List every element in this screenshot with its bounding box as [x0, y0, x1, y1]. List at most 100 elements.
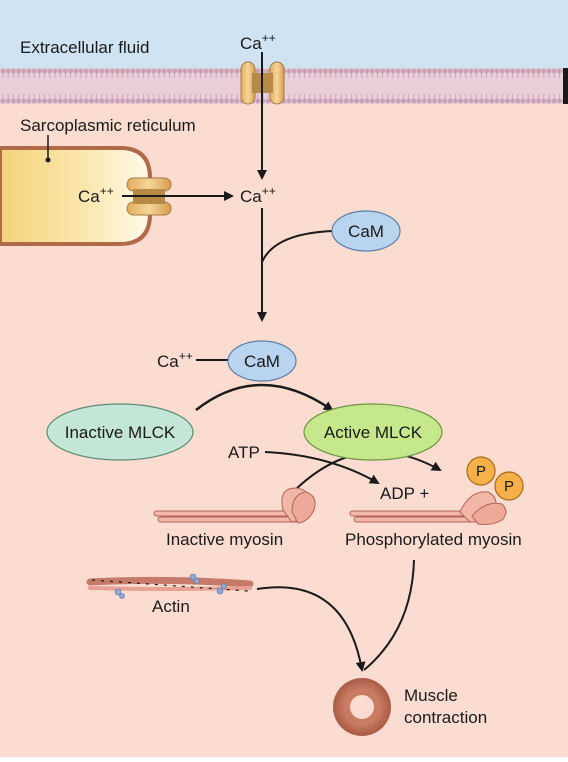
lipid-head — [83, 68, 89, 74]
extracellular-fluid-label: Extracellular fluid — [20, 38, 149, 57]
lipid-head — [312, 68, 318, 74]
lipid-head — [333, 98, 339, 104]
lipid-head — [42, 68, 47, 74]
lipid-head — [52, 68, 58, 74]
lipid-head — [328, 68, 333, 74]
lipid-head — [11, 68, 16, 74]
lipid-head — [83, 98, 89, 104]
lipid-head — [479, 98, 484, 104]
lipid-head — [385, 68, 391, 74]
actin-label: Actin — [152, 597, 190, 616]
lipid-head — [328, 98, 333, 104]
lipid-head — [494, 98, 500, 104]
arrow-myosin-to-contraction — [363, 559, 415, 671]
lipid-head — [297, 68, 302, 74]
lipid-head — [343, 98, 349, 104]
active-mlck — [303, 403, 443, 461]
lipid-head — [510, 68, 515, 74]
lipid-head — [193, 68, 198, 74]
lipid-head — [416, 98, 422, 104]
lipid-head — [375, 98, 380, 104]
lipid-head — [499, 98, 505, 104]
lipid-head — [349, 68, 354, 74]
lipid-head — [499, 68, 505, 74]
lipid-head — [104, 98, 110, 104]
lipid-head — [333, 68, 339, 74]
lipid-head — [473, 68, 479, 74]
lipid-head — [26, 68, 32, 74]
lipid-head — [494, 68, 500, 74]
lipid-head — [120, 98, 125, 104]
lipid-head — [432, 68, 437, 74]
lipid-head — [187, 68, 193, 74]
arrow-actin-to-contraction — [256, 586, 366, 672]
lipid-head — [156, 68, 162, 74]
phosphate-label-1: P — [476, 463, 486, 480]
lipid-head — [130, 68, 136, 74]
muscle-contraction-label-line2: contraction — [404, 708, 487, 727]
lipid-head — [432, 98, 437, 104]
lipid-head — [63, 98, 68, 104]
lipid-head — [229, 68, 235, 74]
phosphorylated-myosin-label: Phosphorylated myosin — [345, 530, 522, 549]
lipid-head — [16, 68, 21, 74]
lipid-head — [536, 68, 541, 74]
lipid-head — [286, 68, 292, 74]
lipid-head — [109, 98, 115, 104]
lipid-head — [484, 68, 489, 74]
lipid-head — [489, 68, 495, 74]
lipid-head — [47, 98, 53, 104]
extracellular-region — [0, 0, 568, 70]
lipid-head — [380, 68, 385, 74]
lipid-head — [16, 98, 21, 104]
lipid-head — [156, 98, 162, 104]
lipid-head — [302, 68, 307, 74]
lipid-head — [317, 98, 323, 104]
lipid-head — [406, 68, 411, 74]
lipid-head — [265, 98, 271, 104]
lipid-head — [359, 98, 365, 104]
lipid-head — [73, 98, 79, 104]
lipid-head — [198, 68, 204, 74]
lipid-head — [291, 98, 297, 104]
lipid-head — [52, 98, 58, 104]
lipid-head — [541, 98, 547, 104]
lipid-head — [203, 68, 209, 74]
lipid-head — [286, 98, 292, 104]
lipid-head — [395, 68, 401, 74]
lipid-head — [193, 98, 198, 104]
lipid-head — [307, 68, 313, 74]
inactive-mlck-label: Inactive MLCK — [65, 423, 176, 442]
actin-filament — [86, 573, 254, 599]
lipid-head — [442, 98, 448, 104]
phosphorylated-myosin-molecule — [349, 456, 524, 525]
lipid-head — [73, 68, 79, 74]
lipid-head — [427, 98, 432, 104]
lipid-head — [484, 98, 489, 104]
lipid-head — [375, 68, 380, 74]
lipid-head — [125, 98, 131, 104]
lipid-head — [161, 98, 167, 104]
lipid-head — [37, 98, 42, 104]
lipid-head — [557, 98, 562, 104]
lipid-head — [21, 98, 27, 104]
lipid-head — [135, 68, 141, 74]
lipid-head — [94, 68, 99, 74]
lipid-head — [11, 98, 16, 104]
lipid-head — [146, 68, 152, 74]
lipid-head — [229, 98, 235, 104]
lipid-head — [135, 98, 141, 104]
lipid-head — [317, 68, 323, 74]
lipid-head — [161, 68, 167, 74]
lipid-head — [525, 68, 531, 74]
lipid-head — [146, 98, 152, 104]
lipid-head — [89, 68, 94, 74]
lipid-head — [427, 68, 432, 74]
inactive-mlck — [46, 403, 194, 461]
lipid-head — [468, 68, 474, 74]
lipid-head — [130, 98, 136, 104]
lipid-head — [167, 68, 172, 74]
lipid-head — [57, 68, 63, 74]
lipid-head — [546, 68, 552, 74]
